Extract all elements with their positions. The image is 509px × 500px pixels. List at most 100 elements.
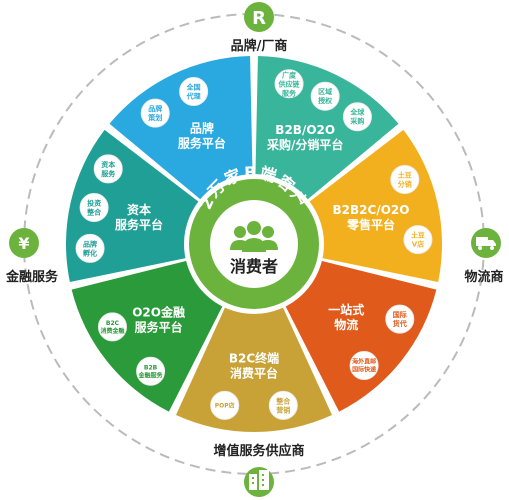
sub-service-bubble	[79, 193, 109, 223]
sub-service-label-line: B2C	[106, 320, 120, 327]
sub-service-label-line: 国际快递	[352, 366, 376, 374]
sub-service-bubble	[274, 69, 304, 99]
sub-service-bubble	[268, 390, 298, 420]
sub-service-label-line: 土豆	[411, 231, 425, 240]
sub-service-label: 投资整合	[86, 199, 102, 217]
sub-service-label-line: 金融服务	[138, 371, 164, 379]
sub-service-label-line: 服务	[101, 169, 116, 178]
sub-service-label: POP店	[215, 401, 235, 409]
sub-service-bubble	[310, 81, 340, 111]
sub-service-label: 区域授权	[318, 87, 333, 105]
outer-label-top: 品牌/厂商	[231, 38, 288, 54]
segment-label-line: 零售平台	[346, 217, 395, 232]
buildings-icon	[244, 467, 274, 497]
registered-trademark-icon	[244, 2, 274, 32]
registered-trademark-symbol: R	[252, 8, 266, 29]
sub-service-label: 资本服务	[101, 160, 116, 178]
sub-service-bubble	[97, 312, 127, 342]
segment-label-capital: 资本服务平台	[115, 202, 163, 232]
sub-service-label-line: 全国	[186, 83, 201, 92]
segment-label-line: 品牌	[190, 120, 214, 135]
segment-logistics	[283, 260, 437, 412]
segment-finance	[71, 260, 225, 412]
sub-service-label-line: 整合	[86, 208, 102, 217]
sub-service-label-line: 区域	[318, 87, 332, 96]
outer-label-left: 金融服务	[5, 269, 59, 285]
segment-label-line: 服务平台	[178, 135, 226, 150]
segment-label-line: 服务平台	[135, 320, 183, 335]
sub-service-bubble	[390, 165, 420, 195]
sub-service-bubble	[179, 77, 209, 107]
yen-icon	[9, 228, 39, 258]
sub-service-bubble	[342, 102, 372, 132]
center-label: 消费者	[230, 257, 278, 276]
outer-label-bottom: 增值服务供应商	[213, 443, 304, 459]
segment-label-b2c: B2C终端消费平台	[229, 351, 279, 381]
outer-label-right: 物流商	[464, 269, 503, 285]
sub-service-bubble	[385, 304, 415, 334]
sub-service-label-line: 消费金融	[100, 327, 124, 335]
sub-service-label-line: V店	[412, 240, 424, 249]
sub-service-bubble	[136, 356, 166, 386]
outer-node-bottom: 增值服务供应商	[213, 443, 305, 497]
segment-label-logistics: 一站式物流	[328, 302, 364, 332]
sub-service-label-line: 营销	[276, 405, 290, 414]
sub-service-label: 国际货代	[392, 310, 407, 328]
segment-label-finance: O2O金融服务平台	[132, 305, 185, 335]
sub-service-label: 广度供应链服务	[278, 70, 300, 97]
sub-service-label-line: 分销	[398, 180, 412, 189]
segment-label-line: 服务平台	[115, 217, 163, 232]
segment-label-line: B2C终端	[229, 351, 279, 366]
sub-service-label-line: 货代	[392, 319, 407, 328]
outer-node-right: 物流商	[464, 228, 504, 285]
sub-service-label-line: 授权	[318, 96, 333, 105]
sub-service-bubble	[349, 351, 379, 381]
sub-service-label-line: 土豆	[398, 171, 412, 180]
sub-service-bubble	[210, 390, 240, 420]
sub-service-label-line: 代理	[186, 92, 201, 101]
outer-node-left: ¥ 金融服务	[5, 228, 59, 285]
sub-service-label-line: 孵化	[83, 248, 97, 257]
sub-service-bubble	[403, 225, 433, 255]
sub-service-label: 土豆分销	[398, 171, 412, 189]
segment-label-line: B2B2C/O2O	[333, 203, 410, 217]
sub-service-label: 全国代理	[186, 83, 201, 101]
segment-label-line: 消费平台	[230, 366, 278, 381]
people-icon	[230, 221, 278, 252]
segment-brand	[109, 56, 253, 202]
sub-service-bubble	[93, 154, 123, 184]
center-hub: 2万家B端客户 消费者	[184, 163, 324, 314]
segment-label-line: 资本	[127, 202, 151, 217]
sub-service-label-line: 采购	[349, 117, 364, 126]
sub-service-label: 全球采购	[349, 108, 365, 126]
sub-service-label-line: 广度	[282, 70, 297, 79]
sub-service-label-line: 全球	[349, 108, 365, 117]
sub-service-label-line: 海外直邮	[352, 358, 376, 366]
outer-node-top: R 品牌/厂商	[231, 2, 288, 54]
sub-service-label-line: 整合	[275, 396, 291, 405]
sub-service-label-line: B2B	[144, 364, 158, 371]
sub-service-label: 品牌策划	[147, 104, 162, 122]
sub-service-label-line: 投资	[87, 199, 101, 208]
sub-service-bubble	[75, 233, 105, 263]
segment-label-line: B2B/O2O	[275, 123, 335, 137]
sub-service-label-line: 国际	[393, 310, 407, 319]
segment-label-line: 一站式	[328, 302, 364, 317]
segment-label-line: 物流	[334, 317, 358, 332]
sub-service-label-line: 策划	[147, 113, 162, 122]
sub-service-label: 品牌孵化	[83, 239, 97, 257]
sub-service-label: 海外直邮国际快递	[352, 358, 376, 374]
segment-label-line: 采购/分销平台	[266, 137, 343, 152]
segment-label-brand: 品牌服务平台	[178, 120, 226, 150]
sub-service-label-line: 资本	[101, 160, 115, 169]
sub-service-label-line: 品牌	[83, 239, 97, 248]
sub-service-label-line: 服务	[282, 88, 297, 97]
sub-service-label: 整合营销	[275, 396, 291, 414]
